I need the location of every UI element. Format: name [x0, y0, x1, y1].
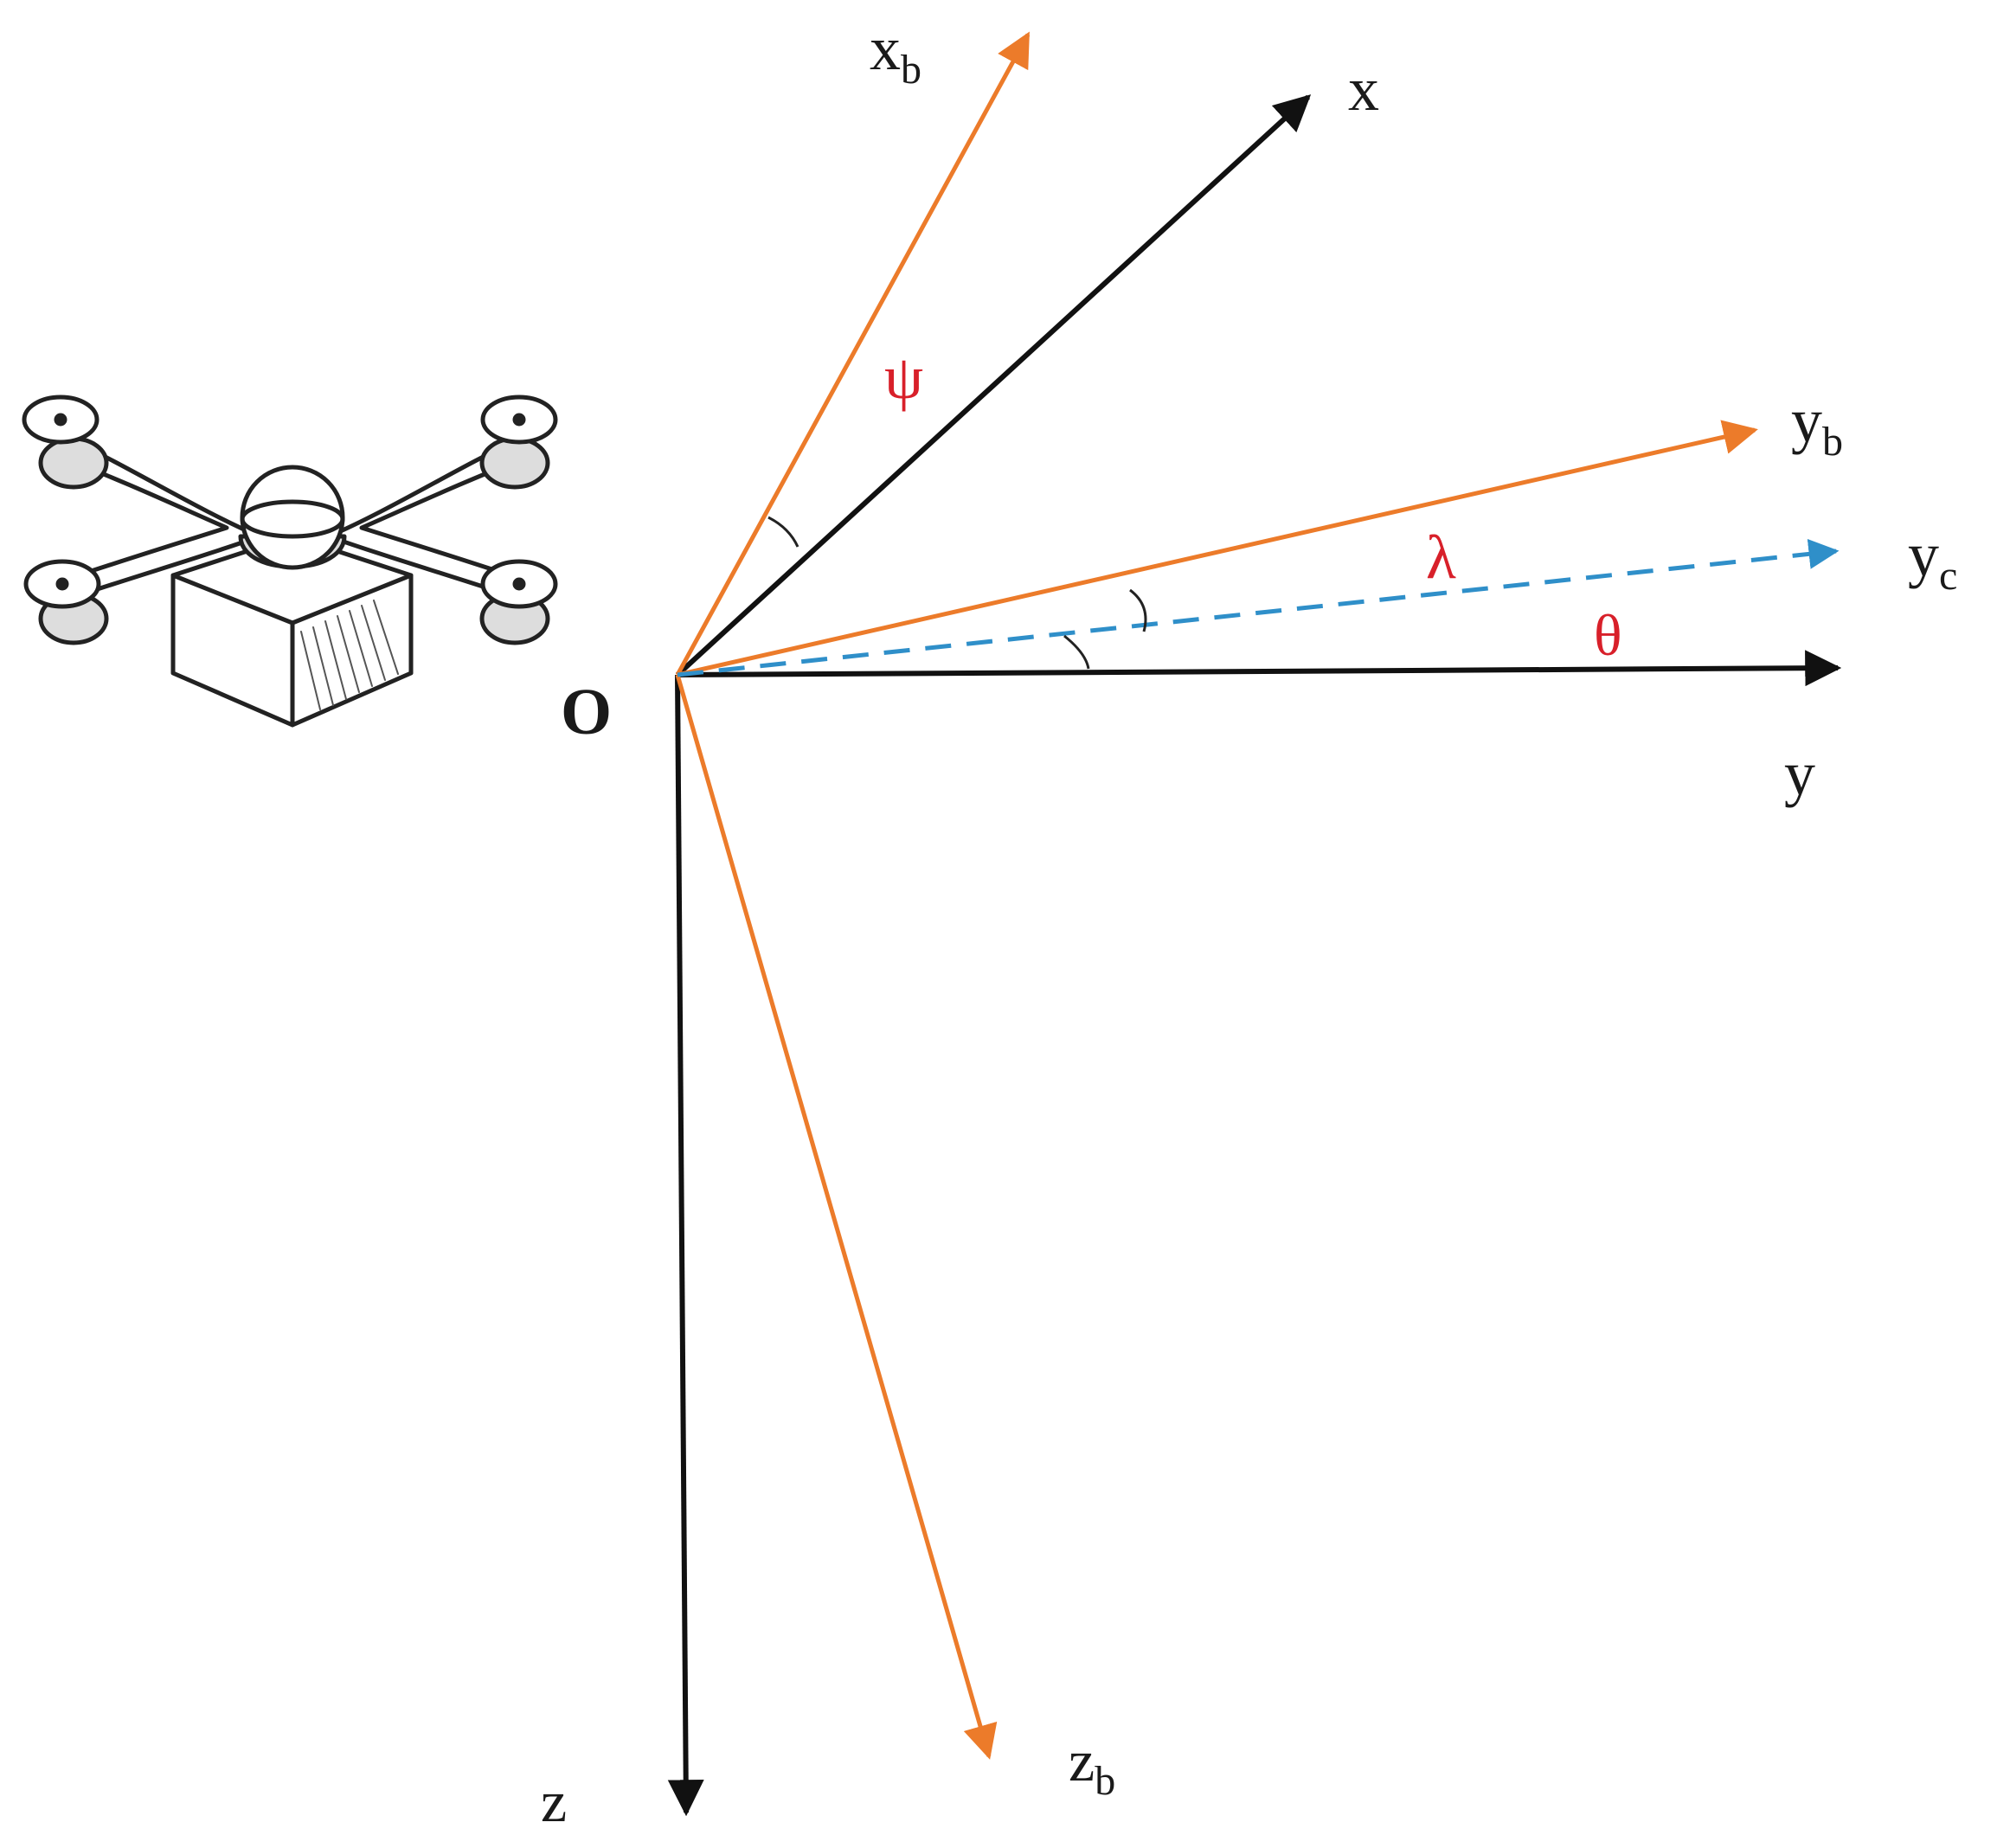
xb-label: xb [870, 14, 921, 93]
z-label: z [541, 1768, 567, 1834]
z-axis-line [667, 674, 704, 1817]
yc-axis-line [677, 538, 1840, 677]
x-label: x [1348, 55, 1379, 124]
psi-label: ψ [884, 343, 923, 412]
zb-label: zb [1069, 1728, 1115, 1804]
zb-axis-line [675, 674, 998, 1760]
yb-axis-line [677, 420, 1758, 677]
theta-label: θ [1594, 602, 1622, 668]
yb-label: yb [1791, 386, 1843, 465]
x-axis-line [675, 94, 1312, 677]
y-label: y [1784, 739, 1815, 808]
theta-angle-arc [1063, 634, 1090, 670]
lambda-angle-arc [1129, 588, 1147, 632]
xb-axis-line [675, 31, 1031, 677]
yc-label: yc [1908, 520, 1957, 599]
quadcopter-drone-icon [22, 395, 558, 728]
lambda-label: λ [1426, 523, 1456, 592]
psi-angle-arc [767, 516, 799, 548]
origin-label: O [561, 676, 612, 748]
y-axis-line [677, 650, 1842, 687]
